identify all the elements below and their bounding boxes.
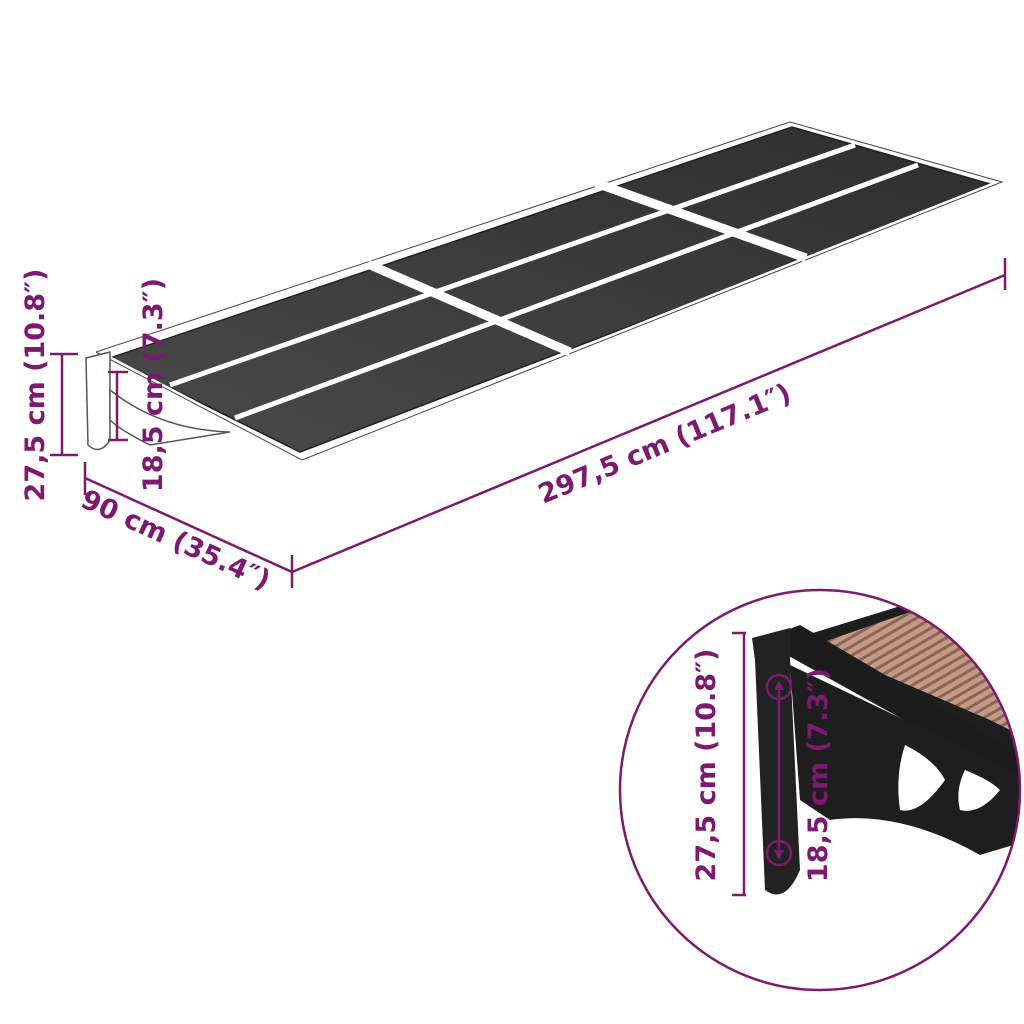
canopy-panel <box>108 126 1000 453</box>
bracket-detail-inset: 27,5 cm (10.8″) 18,5 cm (7.3″) <box>618 588 1022 992</box>
detail-bracket-height-label: 27,5 cm (10.8″) <box>691 649 722 882</box>
wall-bracket <box>85 351 231 451</box>
dimension-lines <box>50 258 1007 588</box>
canopy <box>85 118 1012 464</box>
length-dimension-label: 297,5 cm (117.1″) <box>534 378 796 511</box>
detail-hole-spacing-label: 18,5 cm (7.3″) <box>803 668 834 882</box>
depth-dimension-label: 90 cm (35.4″) <box>76 484 274 596</box>
bracket-height-label: 27,5 cm (10.8″) <box>20 269 51 502</box>
hole-spacing-label: 18,5 cm (7.3″) <box>138 278 169 492</box>
panel-ribs <box>169 142 919 421</box>
